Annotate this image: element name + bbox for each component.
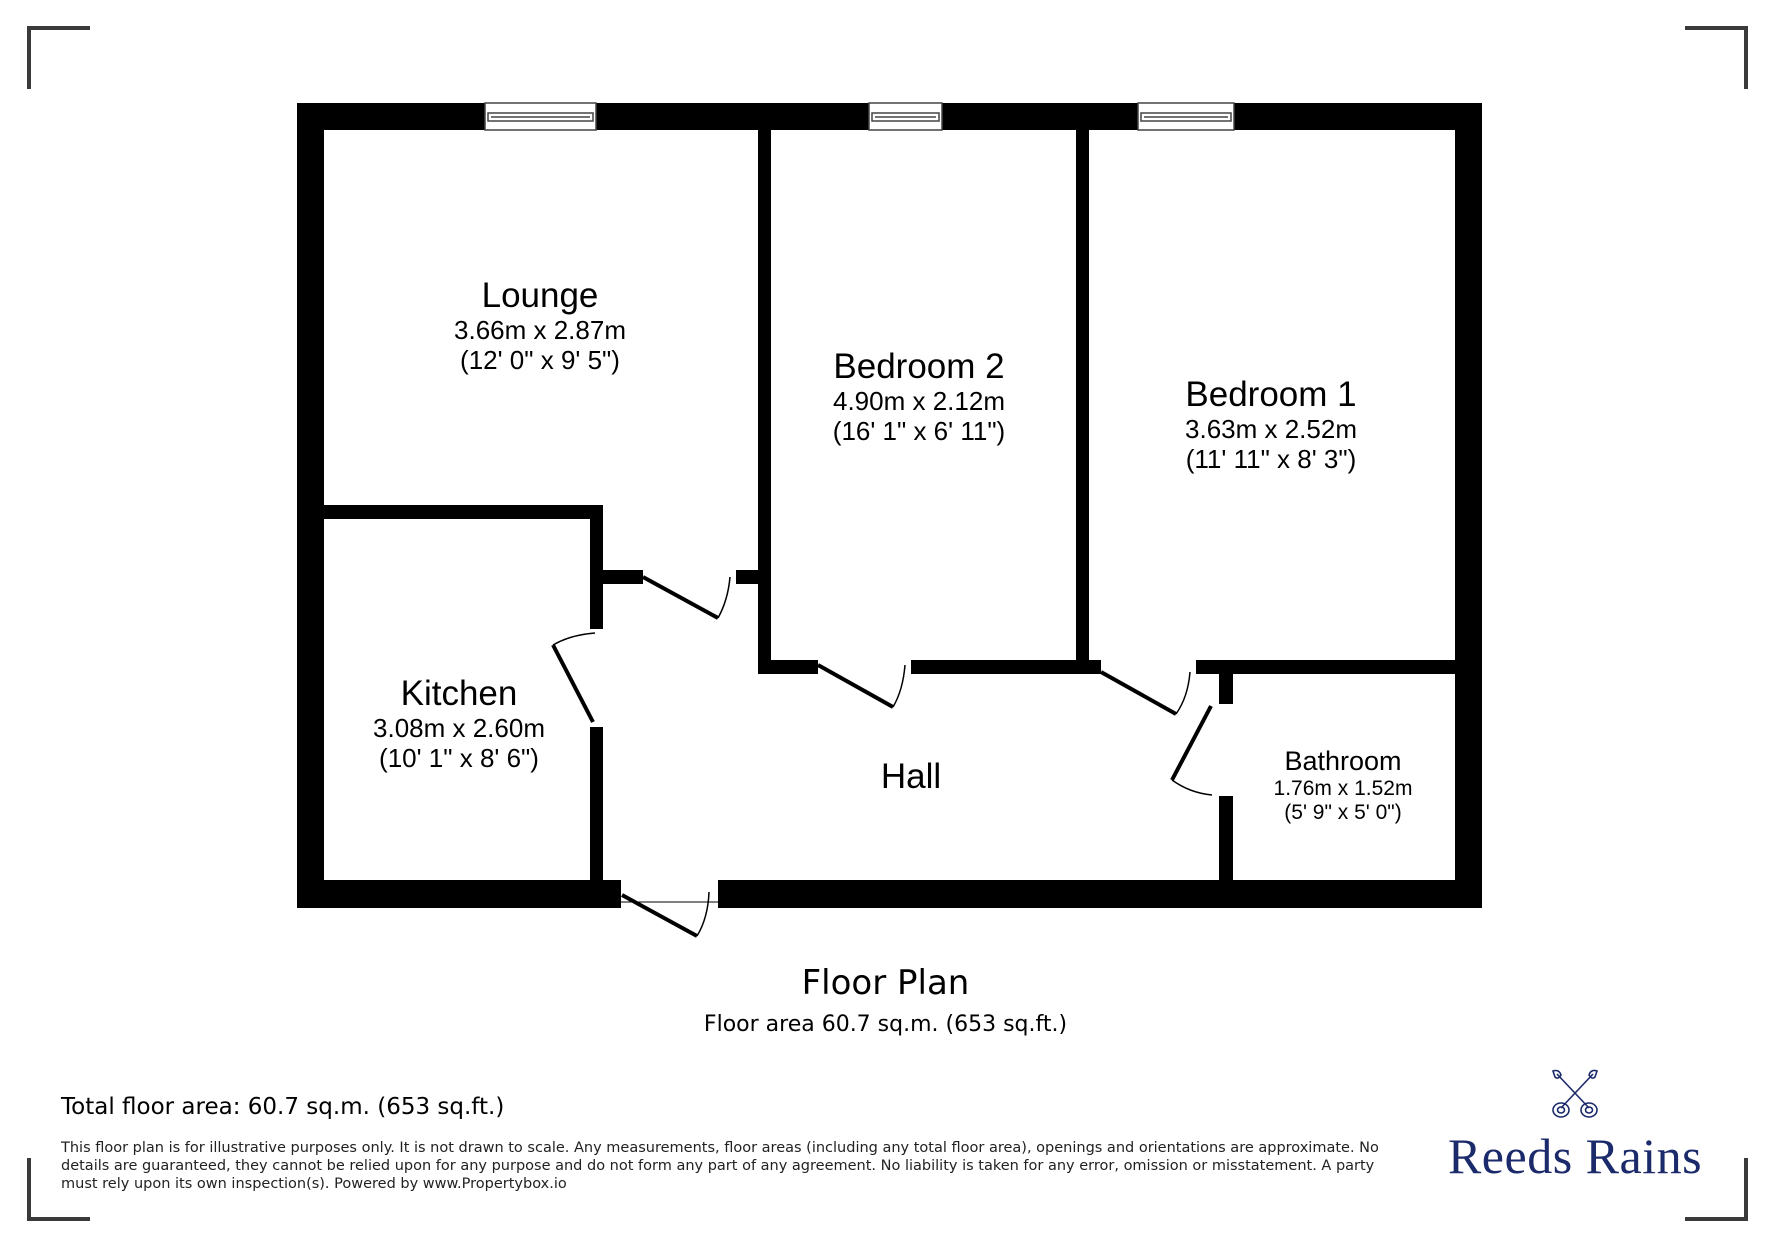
wall-bathroom-top — [1196, 660, 1455, 674]
door-swing-kitchen — [552, 632, 596, 646]
window-lounge — [484, 102, 597, 131]
room-imperial: (12' 0" x 9' 5") — [460, 345, 620, 376]
wall-bathroom-left-lower — [1219, 796, 1233, 880]
corner-mark-top-right — [1685, 26, 1748, 89]
door-swing-entrance — [696, 891, 710, 937]
door-swing-bathroom — [1171, 779, 1213, 796]
wall-lounge-kitchen — [324, 505, 603, 519]
room-metric: 3.63m x 2.52m — [1185, 414, 1357, 445]
wall-stub-lounge-left — [603, 570, 643, 584]
room-metric: 3.66m x 2.87m — [454, 315, 626, 346]
door-bedroom2 — [817, 663, 894, 709]
door-swing-lounge — [717, 576, 731, 619]
room-metric: 1.76m x 1.52m — [1273, 777, 1413, 801]
room-name: Kitchen — [400, 674, 518, 713]
room-name: Bathroom — [1284, 746, 1402, 776]
room-bedroom-2: Bedroom 2 4.90m x 2.12m (16' 1" x 6' 11"… — [833, 347, 1005, 447]
door-kitchen — [551, 644, 595, 723]
doors — [551, 575, 1213, 938]
door-lounge — [642, 575, 719, 620]
corner-mark-bottom-right — [1685, 1158, 1748, 1221]
door-bedroom1 — [1100, 670, 1177, 716]
room-hall: Hall — [881, 757, 941, 797]
door-swing-bedroom1 — [1175, 671, 1191, 715]
wall-bedroom2-bottom-right — [911, 660, 1101, 674]
room-name: Bedroom 2 — [833, 347, 1005, 386]
room-bedroom-1: Bedroom 1 3.63m x 2.52m (11' 11" x 8' 3"… — [1185, 375, 1357, 475]
room-name: Hall — [880, 757, 942, 796]
wall-bedroom2-bottom-left — [758, 660, 818, 674]
windows — [484, 102, 1235, 131]
outer-wall-bottom-right — [718, 880, 1482, 908]
floor-plan-title: Floor Plan — [801, 963, 970, 1003]
walls — [297, 103, 1482, 908]
wall-lounge-bedroom2 — [758, 130, 771, 674]
outer-wall-right — [1455, 103, 1482, 908]
floor-area-subtitle: Floor area 60.7 sq.m. (653 sq.ft.) — [703, 1012, 1068, 1037]
room-metric: 3.08m x 2.60m — [373, 713, 545, 744]
total-floor-area: Total floor area: 60.7 sq.m. (653 sq.ft.… — [61, 1094, 505, 1120]
outer-wall-bottom-left — [297, 880, 621, 908]
disclaimer: This floor plan is for illustrative purp… — [61, 1140, 1379, 1192]
wall-stub-lounge-right — [736, 570, 758, 584]
wall-kitchen-right-lower — [590, 727, 603, 880]
room-name: Lounge — [481, 276, 599, 315]
door-swing-bedroom2 — [892, 664, 906, 708]
wall-kitchen-right-upper — [590, 505, 603, 629]
room-imperial: (5' 9" x 5' 0") — [1284, 801, 1402, 825]
corner-mark-bottom-left — [27, 1158, 90, 1221]
door-entrance — [621, 893, 698, 938]
outer-wall-left — [297, 103, 324, 908]
room-imperial: (11' 11" x 8' 3") — [1185, 444, 1357, 475]
room-bathroom: Bathroom 1.76m x 1.52m (5' 9" x 5' 0") — [1274, 746, 1413, 825]
window-bedroom2 — [868, 102, 943, 131]
door-bathroom — [1170, 705, 1213, 781]
crossed-keys-icon — [1551, 1069, 1599, 1118]
wall-bedroom2-bedroom1 — [1076, 130, 1089, 674]
room-imperial: (10' 1" x 8' 6") — [379, 743, 539, 774]
brand-name: Reeds Rains — [1447, 1128, 1703, 1184]
corner-mark-top-left — [27, 26, 90, 89]
room-kitchen: Kitchen 3.08m x 2.60m (10' 1" x 8' 6") — [373, 674, 545, 774]
room-lounge: Lounge 3.66m x 2.87m (12' 0" x 9' 5") — [454, 276, 626, 376]
brand-logo: Reeds Rains — [1445, 1068, 1705, 1185]
room-metric: 4.90m x 2.12m — [833, 386, 1005, 417]
window-bedroom1 — [1137, 102, 1235, 131]
room-name: Bedroom 1 — [1185, 375, 1357, 414]
room-imperial: (16' 1" x 6' 11") — [832, 416, 1006, 447]
wall-bathroom-left-upper — [1219, 674, 1233, 704]
